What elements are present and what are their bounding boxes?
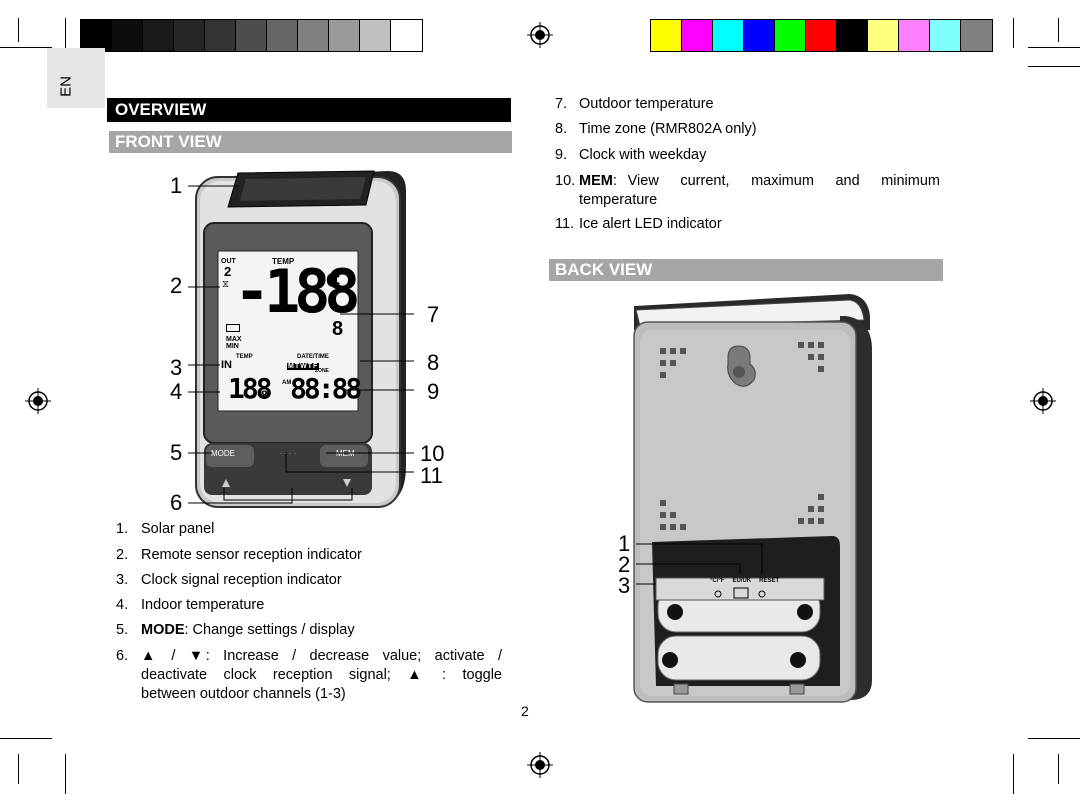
- color-swatch: [235, 19, 268, 52]
- back-callout-2: 2: [618, 552, 631, 577]
- color-swatch: [805, 19, 838, 52]
- callout-10: 10: [420, 441, 445, 466]
- color-swatch: [681, 19, 714, 52]
- battery-icon: [226, 324, 240, 332]
- lcd-small-digit: 8: [332, 318, 344, 340]
- lcd-unit: °C: [318, 270, 341, 292]
- registration-target-icon: [527, 22, 553, 48]
- color-swatch: [204, 19, 237, 52]
- callout-8: 8: [427, 350, 440, 375]
- color-swatch: [142, 19, 175, 52]
- lcd-channel-digit: 2: [224, 264, 232, 279]
- list-item: 6. ▲ / ▼: Increase / decrease value; act…: [116, 648, 502, 702]
- color-swatch: [173, 19, 206, 52]
- color-swatch: [836, 19, 869, 52]
- color-swatch: [960, 19, 993, 52]
- registration-target-icon: [25, 388, 51, 414]
- back-callout-1: 1: [618, 531, 631, 556]
- color-swatch: [867, 19, 900, 52]
- lcd-indoor-dec: 8: [261, 388, 268, 402]
- color-swatch: [774, 19, 807, 52]
- callout-1: 1: [170, 173, 183, 198]
- color-swatch: [650, 19, 683, 52]
- overview-heading: OVERVIEW: [107, 98, 511, 122]
- callout-6: 6: [170, 490, 183, 515]
- callout-7: 7: [427, 302, 440, 327]
- language-tab-label: EN: [57, 76, 75, 97]
- page-number: 2: [521, 703, 529, 719]
- back-view-illustration: [633, 294, 872, 703]
- lcd-date-time-label: DATE/TIME: [297, 354, 329, 360]
- registration-target-icon: [527, 752, 553, 778]
- lcd-outdoor-temp: -188: [234, 257, 360, 327]
- registration-target-icon: [1030, 388, 1056, 414]
- lcd-weekday: MTWTF: [287, 363, 320, 370]
- signal-icon: ⧖: [222, 279, 230, 290]
- back-view-heading: BACK VIEW: [549, 259, 943, 281]
- color-swatch: [390, 19, 423, 52]
- lcd-zone-label: ZONE: [315, 368, 329, 374]
- color-swatch: [898, 19, 931, 52]
- callout-5: 5: [170, 440, 183, 465]
- color-swatch: [266, 19, 299, 52]
- back-callout-3: 3: [618, 573, 631, 598]
- callout-2: 2: [170, 273, 183, 298]
- front-view-illustration: [195, 170, 406, 508]
- color-swatch: [929, 19, 962, 52]
- color-swatch: [712, 19, 745, 52]
- mode-button[interactable]: MODE: [211, 449, 235, 458]
- color-swatch: [743, 19, 776, 52]
- front-view-heading: FRONT VIEW: [109, 131, 512, 153]
- color-swatch: [297, 19, 330, 52]
- callout-11: 11: [420, 463, 443, 488]
- lcd-max-label: MAX: [226, 336, 242, 343]
- lcd-indoor-temp: 188: [228, 372, 273, 405]
- color-swatch: [359, 19, 392, 52]
- lcd-out-label: OUT: [221, 258, 236, 265]
- callout-9: 9: [427, 379, 440, 404]
- switch-labels: °C/°F EU/UK RESET: [710, 578, 780, 584]
- lcd-min-label: MIN: [226, 343, 239, 350]
- callout-3: 3: [170, 355, 183, 380]
- language-tab: EN: [47, 48, 105, 108]
- lcd-am: AM: [282, 380, 292, 386]
- color-swatch: [111, 19, 144, 52]
- color-swatch: [328, 19, 361, 52]
- front-callout-lines: [188, 185, 414, 504]
- lcd-temp2-label: TEMP: [236, 354, 253, 360]
- color-swatch: [80, 19, 113, 52]
- list-item: 10. MEM : View current, maximum and mini…: [555, 173, 940, 208]
- lcd-temp-label: TEMP: [272, 257, 295, 266]
- callout-4: 4: [170, 379, 183, 404]
- lcd-in-label: IN: [221, 359, 232, 371]
- lcd-clock: 88:88: [290, 372, 362, 405]
- ice-alert-led: · · · ·: [279, 449, 297, 458]
